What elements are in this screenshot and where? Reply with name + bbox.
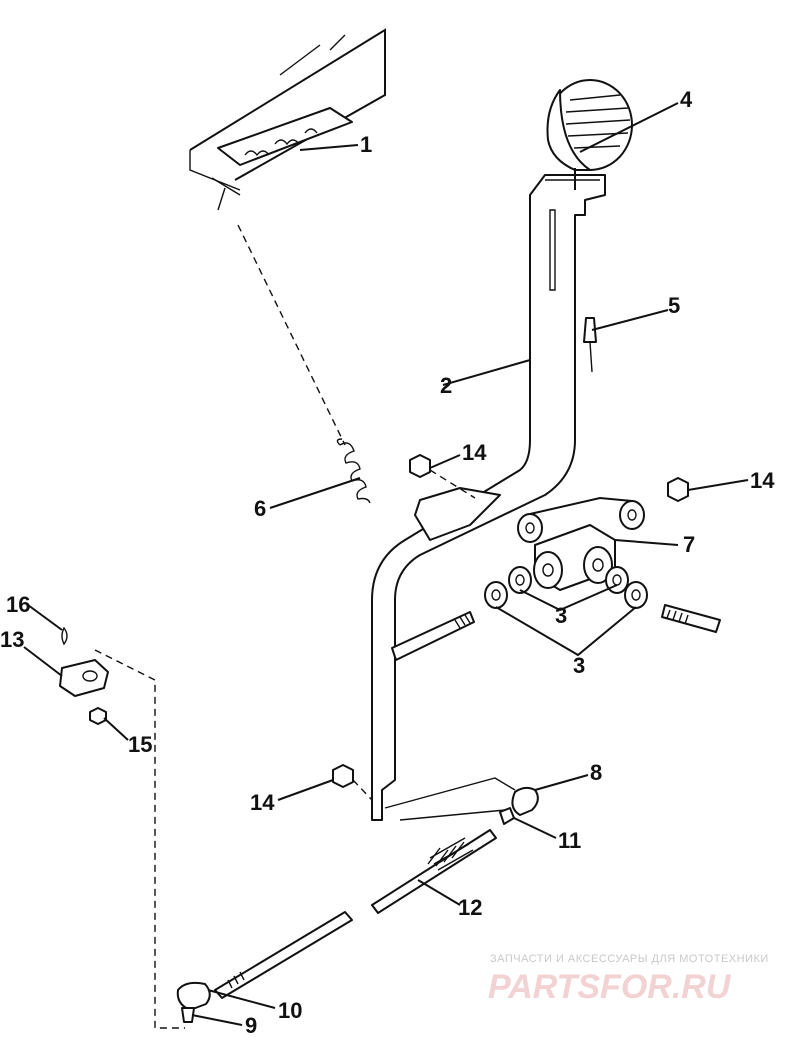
callout-16: 16 <box>6 592 30 617</box>
callout-12: 12 <box>458 895 482 920</box>
callout-9: 9 <box>245 1013 257 1038</box>
callout-2: 2 <box>440 373 452 398</box>
callout-labels: 1 2 3 3 4 5 6 7 8 9 10 11 12 13 14 14 14… <box>0 87 775 1038</box>
rivet-pin <box>583 317 597 373</box>
brake-pedal-arm <box>371 174 606 821</box>
callout-3-upper: 3 <box>555 603 567 628</box>
watermark-tagline: ЗАПЧАСТИ И АКСЕССУАРЫ ДЛЯ МОТОТЕХНИКИ <box>490 953 769 965</box>
footrest-frame <box>189 28 386 211</box>
pivot-shaft <box>391 604 721 661</box>
ball-joint-lower <box>176 981 211 1023</box>
callout-11: 11 <box>558 828 581 853</box>
callout-13: 13 <box>0 627 24 652</box>
callout-6: 6 <box>254 496 266 521</box>
callout-15: 15 <box>128 732 152 757</box>
callout-5: 5 <box>668 293 680 318</box>
leader-lines <box>23 102 749 1026</box>
washers <box>484 566 648 609</box>
ball-joint-upper <box>499 786 539 825</box>
callout-8: 8 <box>590 760 602 785</box>
brake-rod <box>214 829 497 999</box>
pedal-pad <box>546 79 633 190</box>
nut-guide-line <box>429 469 476 499</box>
pivot-block <box>517 496 645 591</box>
left-bracket <box>59 626 109 725</box>
callout-14-lower: 14 <box>250 790 275 815</box>
callout-10: 10 <box>278 998 302 1023</box>
callout-3-lower: 3 <box>573 653 585 678</box>
callout-1: 1 <box>360 132 372 157</box>
bracket-guide-line <box>94 649 185 1029</box>
callout-14-upper: 14 <box>462 440 487 465</box>
callout-14-right: 14 <box>750 468 775 493</box>
watermark: ЗАПЧАСТИ И АКСЕССУАРЫ ДЛЯ МОТОТЕХНИКИ PA… <box>488 953 769 1006</box>
watermark-brand: PARTSFOR.RU <box>488 968 732 1006</box>
callout-7: 7 <box>683 532 695 557</box>
nut-lower <box>332 764 354 788</box>
nut-upper <box>409 454 431 478</box>
return-spring <box>336 438 371 504</box>
nut-guide-line-lower <box>352 779 373 801</box>
spring-guide-line <box>237 224 346 446</box>
link-line-lower <box>399 809 506 821</box>
callout-4: 4 <box>680 87 693 112</box>
nut-right <box>667 477 689 502</box>
link-line <box>384 777 516 809</box>
